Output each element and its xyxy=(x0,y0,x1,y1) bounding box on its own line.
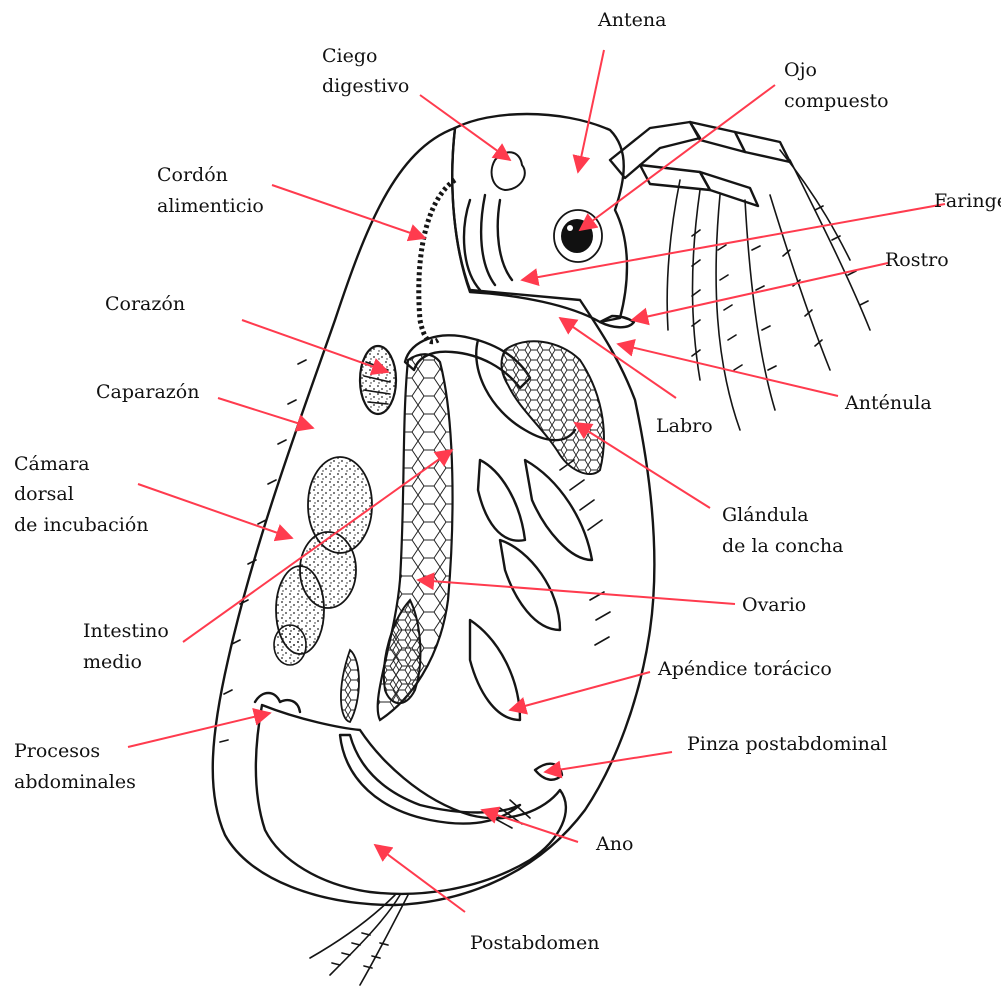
label-cordon-line2: alimenticio xyxy=(157,195,264,217)
label-corazon: Corazón xyxy=(105,293,185,315)
head-gut-loop xyxy=(464,195,512,290)
arrow-caparazon xyxy=(218,398,313,428)
arrow-cordon xyxy=(272,185,425,238)
label-ojo-line2: compuesto xyxy=(784,90,889,112)
label-intestino-line1: Intestino xyxy=(83,620,169,642)
label-ano: Ano xyxy=(595,833,633,855)
arrow-antena xyxy=(578,50,604,172)
ovary-lower xyxy=(341,650,359,722)
label-faringe: Faringe xyxy=(934,190,1001,212)
label-caparazon: Caparazón xyxy=(96,381,199,403)
label-ciego-line2: digestivo xyxy=(322,75,409,97)
arrow-procesos xyxy=(128,713,270,747)
arrow-corazon xyxy=(242,320,388,372)
label-antenula: Anténula xyxy=(844,392,932,414)
label-procesos-line2: abdominales xyxy=(14,771,136,793)
label-postabdomen: Postabdomen xyxy=(470,932,599,954)
arrow-rostro xyxy=(632,263,888,320)
label-procesos-line1: Procesos xyxy=(14,740,100,762)
label-ciego-line1: Ciego xyxy=(322,45,377,67)
label-labro: Labro xyxy=(656,415,713,437)
label-antena: Antena xyxy=(597,9,666,31)
label-camara-line3: de incubación xyxy=(14,514,149,536)
label-apendice: Apéndice torácico xyxy=(657,658,832,680)
arrow-ano xyxy=(482,810,578,842)
label-glandula-line1: Glándula xyxy=(722,504,809,526)
label-glandula-line2: de la concha xyxy=(722,535,843,557)
label-cordon-line1: Cordón xyxy=(157,164,228,186)
label-camara-line2: dorsal xyxy=(14,483,74,505)
label-pinza: Pinza postabdominal xyxy=(687,733,887,755)
tail-setae xyxy=(310,895,408,985)
label-ojo-line1: Ojo xyxy=(784,59,817,81)
label-camara-line1: Cámara xyxy=(14,453,90,475)
label-rostro: Rostro xyxy=(885,249,949,271)
label-ovario: Ovario xyxy=(742,594,806,616)
label-intestino-line2: medio xyxy=(83,651,142,673)
brood-chamber-eggs xyxy=(274,457,372,665)
arrow-ciego xyxy=(420,95,510,160)
